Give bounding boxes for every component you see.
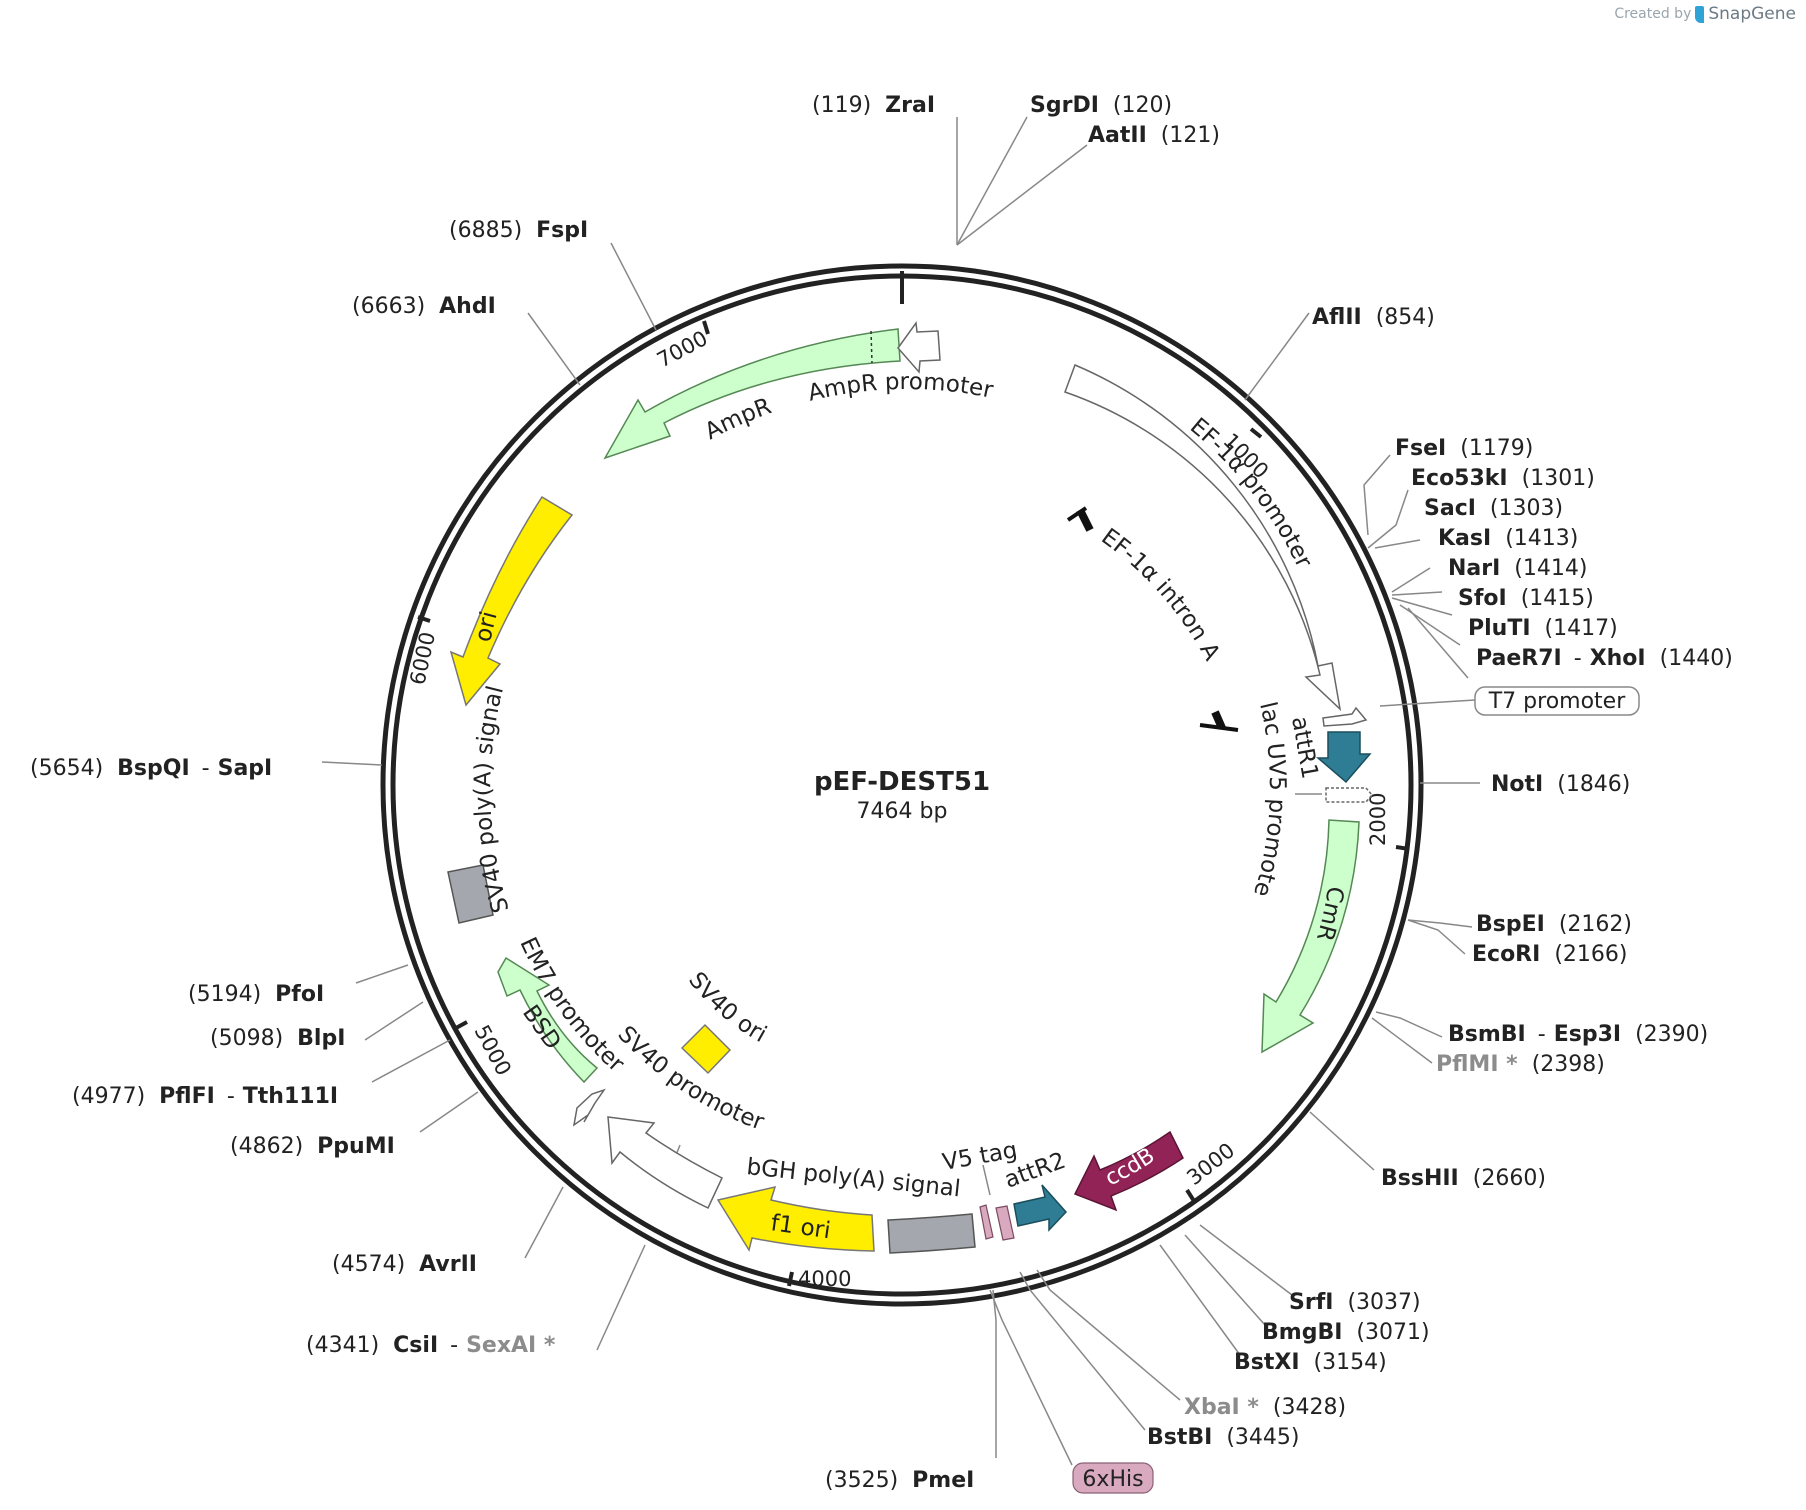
ori-arrow xyxy=(449,495,574,707)
site-zrai: (119)ZraI xyxy=(812,93,935,118)
site-aatii: AatII(121) xyxy=(1088,123,1220,148)
t7-promoter-arrow xyxy=(1322,706,1368,727)
plasmid-name: pEF-DEST51 xyxy=(814,767,990,797)
tick-label-7000: 7000 xyxy=(653,326,711,372)
site-bstbi: BstBI(3445) xyxy=(1147,1425,1300,1450)
ef1a-intron-label: EF-1α intron A xyxy=(1096,524,1224,665)
site-fspi: (6885)FspI xyxy=(449,218,588,243)
t7-promoter-badge: T7 promoter xyxy=(1474,686,1640,716)
site-bsmbi-esp3i: BsmBI-Esp3I(2390) xyxy=(1448,1022,1708,1047)
tick-marks xyxy=(417,271,1410,1287)
site-ecori: EcoRI(2166) xyxy=(1472,942,1627,967)
attr2-arrow xyxy=(1013,1184,1068,1232)
snapgene-logo-icon xyxy=(1695,5,1705,23)
created-by-label: Created by xyxy=(1614,6,1692,22)
site-aflii: AflII(854) xyxy=(1312,305,1435,330)
plasmid-size: 7464 bp xyxy=(857,799,948,824)
his6-arrow xyxy=(995,1205,1015,1241)
em7-promoter-arrow xyxy=(572,1088,606,1127)
snapgene-brand: SnapGene xyxy=(1708,4,1796,24)
site-bspqi-sapi: (5654)BspQI-SapI xyxy=(30,756,272,781)
site-pflmi: PflMI *(2398) xyxy=(1436,1052,1605,1077)
site-sfoi: SfoI(1415) xyxy=(1458,586,1594,611)
site-ahdi: (6663)AhdI xyxy=(352,294,496,319)
ampr-promoter-label: AmpR promoter xyxy=(805,369,995,407)
site-nari: NarI(1414) xyxy=(1448,556,1587,581)
attr1-arrow xyxy=(1315,731,1372,784)
sv40-promoter-arrow xyxy=(607,1116,723,1210)
tick-label-3000: 3000 xyxy=(1182,1138,1239,1190)
site-fsei: FseI(1179) xyxy=(1395,436,1533,461)
ef1a-intron-marks xyxy=(1066,506,1239,732)
bsd-arrow xyxy=(497,956,599,1084)
his6-badge: 6xHis xyxy=(1072,1462,1154,1494)
site-bmgbi: BmgBI(3071) xyxy=(1262,1320,1430,1345)
v5-tag-arrow xyxy=(979,1204,994,1240)
ef1a-promoter-arrow xyxy=(1064,364,1342,712)
sv40-ori-box xyxy=(680,1023,732,1075)
feature-leader-lines xyxy=(669,699,1476,1196)
f1-ori-arrow xyxy=(716,1185,875,1252)
ampr-arrow xyxy=(603,328,901,460)
site-blpi: (5098)BlpI xyxy=(210,1026,345,1051)
tick-label-6000: 6000 xyxy=(405,630,440,687)
site-bspei: BspEI(2162) xyxy=(1476,912,1632,937)
site-xbai: XbaI *(3428) xyxy=(1184,1395,1346,1420)
bgh-polya-label: bGH poly(A) signal xyxy=(745,1154,961,1202)
site-paer7i-xhoi: PaeR7I-XhoI(1440) xyxy=(1476,646,1733,671)
ef1a-promoter-label: EF-1α promoter xyxy=(1185,413,1317,572)
site-csii-sexai: (4341)CsiI-SexAI * xyxy=(306,1333,556,1358)
site-leader-lines xyxy=(321,116,1480,1466)
lac-uv5-promoter-arrow xyxy=(1325,787,1373,803)
site-bstxi: BstXI(3154) xyxy=(1234,1350,1387,1375)
tick-label-2000: 2000 xyxy=(1366,793,1390,846)
t7-promoter-label: T7 promoter xyxy=(1488,689,1626,714)
site-pluti: PluTI(1417) xyxy=(1468,616,1618,641)
restriction-sites: (119)ZraI SgrDI(120) AatII(121) AflII(85… xyxy=(30,93,1733,1493)
snapgene-credit: Created by SnapGene xyxy=(1614,4,1796,24)
cmr-arrow xyxy=(1261,819,1360,1054)
site-eco53ki: Eco53kI(1301) xyxy=(1411,466,1595,491)
site-kasi: KasI(1413) xyxy=(1438,526,1578,551)
site-bsshii: BssHII(2660) xyxy=(1381,1166,1546,1191)
his6-label: 6xHis xyxy=(1082,1467,1143,1492)
tick-label-5000: 5000 xyxy=(470,1021,516,1079)
tick-label-4000: 4000 xyxy=(798,1267,851,1291)
ccdb-arrow xyxy=(1073,1130,1184,1212)
ampr-promoter-arrow xyxy=(897,320,941,374)
site-avrii: (4574)AvrII xyxy=(332,1252,477,1277)
site-pfoi: (5194)PfoI xyxy=(188,982,324,1007)
site-pflfi-tth111i: (4977)PflFI-Tth111I xyxy=(72,1084,338,1109)
ampr-promoter-boundary xyxy=(870,330,873,364)
site-ppumi: (4862)PpuMI xyxy=(230,1134,395,1159)
attr1-label: attR1 xyxy=(1286,715,1323,781)
site-sgrdi: SgrDI(120) xyxy=(1030,93,1172,118)
sv40-polya-box xyxy=(447,864,494,924)
site-pmei: (3525)PmeI xyxy=(825,1468,974,1493)
bgh-polya-box xyxy=(887,1213,976,1254)
site-saci: SacI(1303) xyxy=(1424,496,1563,521)
site-noti: NotI(1846) xyxy=(1491,772,1630,797)
site-srfi: SrfI(3037) xyxy=(1289,1290,1421,1315)
